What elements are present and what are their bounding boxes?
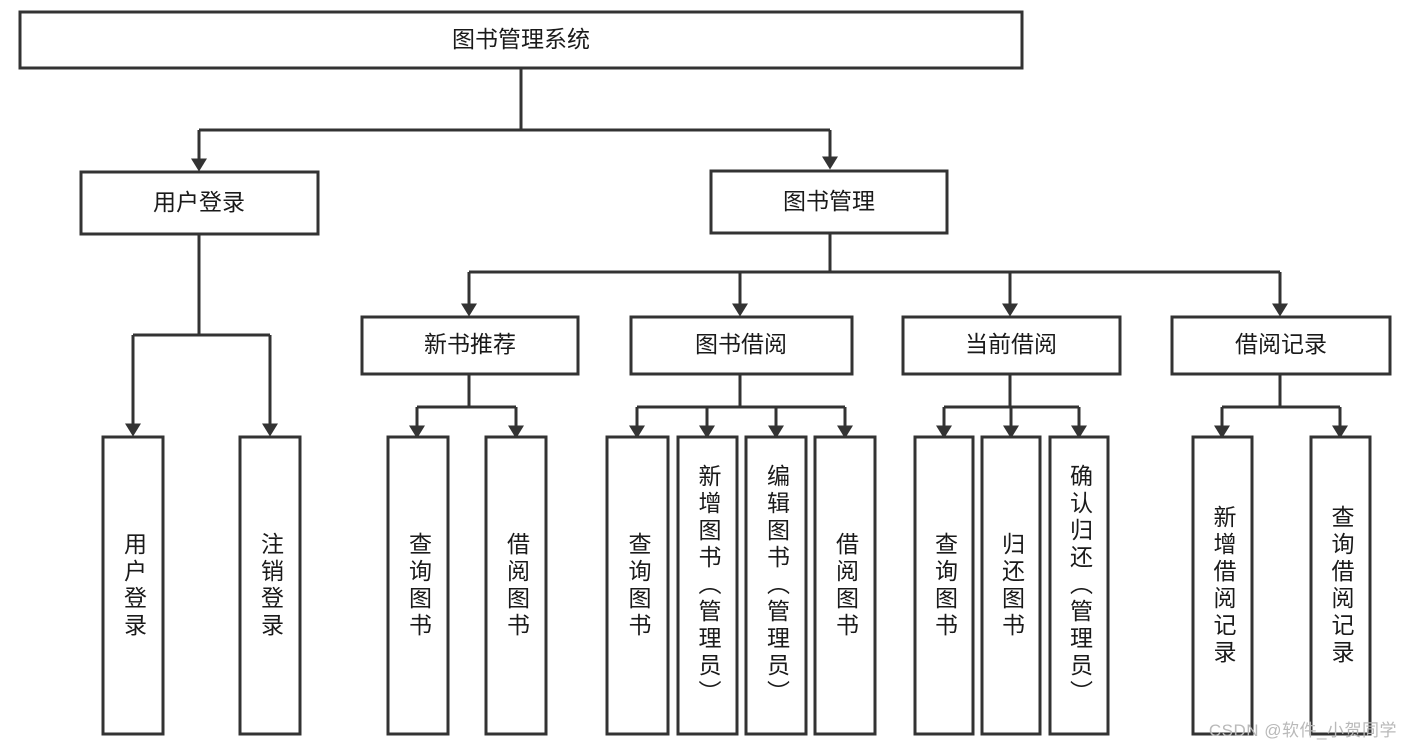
node-root-box[interactable] xyxy=(18,10,1024,70)
node-leaf-user-logout-box[interactable] xyxy=(238,435,302,736)
node-borrow-record-label: 借阅记录 xyxy=(1235,331,1327,357)
node-leaf-confirm-return-box[interactable] xyxy=(1048,435,1110,736)
node-user-login-box[interactable] xyxy=(79,170,320,236)
node-group: 图书管理系统 用户登录 图书管理 新书推荐 图书借阅 当前 xyxy=(18,10,1392,736)
node-new-book-recommend[interactable]: 新书推荐 xyxy=(360,315,580,376)
node-new-book-recommend-label: 新书推荐 xyxy=(424,331,516,357)
node-leaf-borrow-book-2-box[interactable] xyxy=(813,435,877,736)
edge-group xyxy=(125,68,1348,439)
node-current-borrow-label: 当前借阅 xyxy=(965,331,1057,357)
node-leaf-edit-book-box[interactable] xyxy=(744,435,808,736)
node-user-login-label: 用户登录 xyxy=(153,189,245,215)
node-user-login[interactable]: 用户登录 xyxy=(79,170,320,236)
node-book-manage[interactable]: 图书管理 xyxy=(709,169,949,235)
node-leaf-query-book-1-box[interactable] xyxy=(386,435,450,736)
node-leaf-query-record-box[interactable] xyxy=(1309,435,1372,736)
node-current-borrow-box[interactable] xyxy=(901,315,1122,376)
node-leaf-add-book-box[interactable] xyxy=(676,435,739,736)
node-leaf-user-login-box[interactable] xyxy=(101,435,165,736)
node-borrow-record-box[interactable] xyxy=(1170,315,1392,376)
node-book-borrow-label: 图书借阅 xyxy=(695,331,787,357)
node-book-borrow[interactable]: 图书借阅 xyxy=(629,315,854,376)
node-root[interactable]: 图书管理系统 xyxy=(18,10,1024,70)
node-leaf-borrow-book-1-box[interactable] xyxy=(484,435,548,736)
node-borrow-record[interactable]: 借阅记录 xyxy=(1170,315,1392,376)
node-book-borrow-box[interactable] xyxy=(629,315,854,376)
node-book-manage-box[interactable] xyxy=(709,169,949,235)
node-leaf-return-book-box[interactable] xyxy=(980,435,1042,736)
node-leaf-query-book-2-box[interactable] xyxy=(605,435,670,736)
node-current-borrow[interactable]: 当前借阅 xyxy=(901,315,1122,376)
node-leaf-query-book-3-box[interactable] xyxy=(913,435,975,736)
node-book-manage-label: 图书管理 xyxy=(783,188,875,214)
node-new-book-recommend-box[interactable] xyxy=(360,315,580,376)
watermark-text: CSDN @软件_小贺同学 xyxy=(1208,721,1397,740)
node-root-label: 图书管理系统 xyxy=(452,26,590,52)
node-leaf-add-record-box[interactable] xyxy=(1191,435,1254,736)
